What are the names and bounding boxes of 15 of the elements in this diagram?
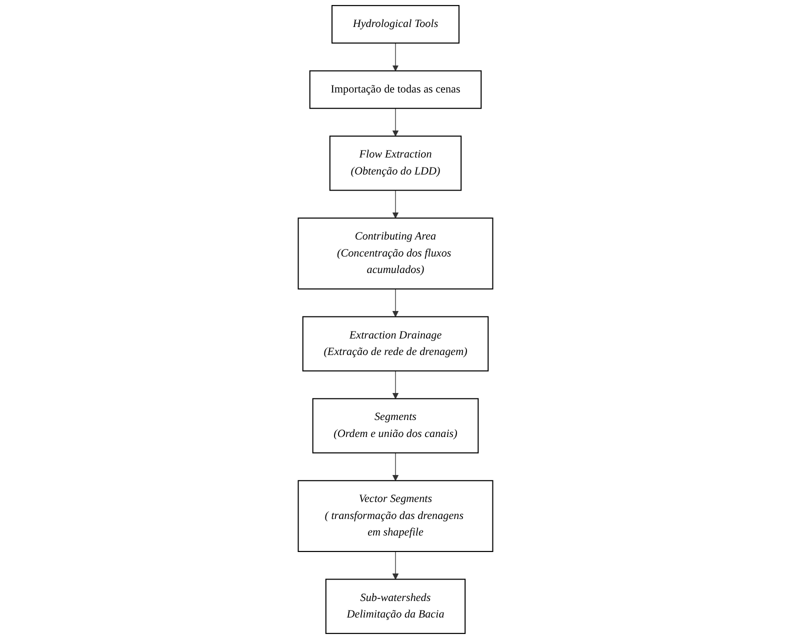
arrow: [392, 108, 399, 136]
arrow: [392, 288, 399, 317]
node-box: Segments (Ordem e união dos canais): [312, 398, 479, 454]
node-box: Contributing Area (Concentração dos fluxos acumulados): [298, 218, 494, 290]
node-box: Hydrological Tools: [331, 5, 460, 44]
arrow: [392, 190, 399, 218]
node-box: Vector Segments ( transformação das drenagens em shapefile: [298, 480, 494, 552]
arrow: [392, 370, 399, 399]
arrow: [392, 452, 399, 481]
node-box: Importação de todas as cenas: [309, 70, 482, 109]
node-box: Sub-watersheds Delimitação da Bacia: [325, 578, 466, 634]
node-box: Extraction Drainage (Extração de rede de drenagem): [302, 316, 489, 372]
arrow: [392, 42, 399, 72]
node-box: Flow Extraction (Obtenção do LDD): [329, 136, 462, 191]
arrow: [392, 551, 399, 580]
